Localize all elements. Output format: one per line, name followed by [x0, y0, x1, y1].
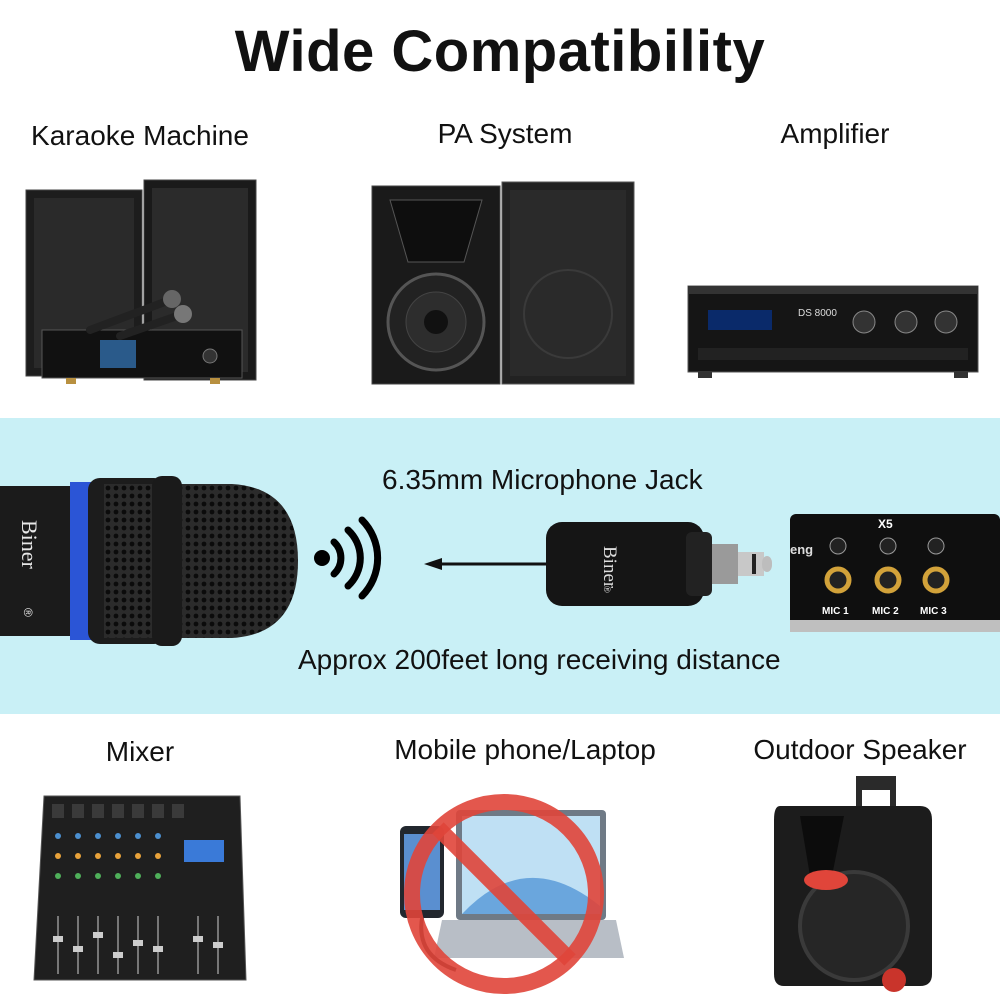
- microphone-brand-text: Biner: [17, 520, 42, 570]
- input-port-label-1: MIC 1: [822, 606, 849, 617]
- receiver-image: Biner ®: [424, 522, 772, 606]
- label-mixer: Mixer: [105, 736, 175, 767]
- receiver-registered-mark: ®: [602, 586, 612, 593]
- wireless-signal-icon: [314, 516, 382, 600]
- label-mobile-phone-laptop: Mobile phone/Laptop: [394, 734, 656, 765]
- input-panel-header: X5: [878, 517, 893, 531]
- mic-input-panel: X5 eng MIC 1 MIC 2 MIC 3: [790, 514, 1000, 632]
- amplifier-model-text: DS 8000: [798, 308, 837, 319]
- label-pa-system: PA System: [437, 118, 573, 149]
- amplifier-image: DS 8000: [687, 285, 979, 378]
- mixer-image: [33, 795, 247, 981]
- microphone-image: Biner ®: [0, 476, 298, 646]
- outdoor-speaker-image: [774, 776, 932, 992]
- pa-system-image: [371, 181, 635, 385]
- label-amplifier: Amplifier: [780, 118, 890, 149]
- phone-laptop-image: [400, 794, 624, 994]
- input-port-label-2: MIC 2: [872, 606, 899, 617]
- label-outdoor-speaker: Outdoor Speaker: [753, 734, 967, 765]
- label-karaoke-machine: Karaoke Machine: [31, 120, 249, 151]
- receiver-brand-text: Biner: [599, 546, 620, 589]
- karaoke-machine-image: [25, 179, 257, 384]
- input-panel-brand: eng: [790, 542, 813, 557]
- microphone-registered-mark: ®: [21, 608, 35, 617]
- jack-label: 6.35mm Microphone Jack: [382, 464, 703, 495]
- input-port-label-3: MIC 3: [920, 606, 947, 617]
- page-title: Wide Compatibility: [234, 19, 766, 84]
- wireless-panel: Biner ® 6.35mm Microphone Jack Biner ® X…: [0, 418, 1000, 714]
- no-entry-icon: [404, 794, 604, 994]
- distance-label: Approx 200feet long receiving distance: [298, 644, 781, 675]
